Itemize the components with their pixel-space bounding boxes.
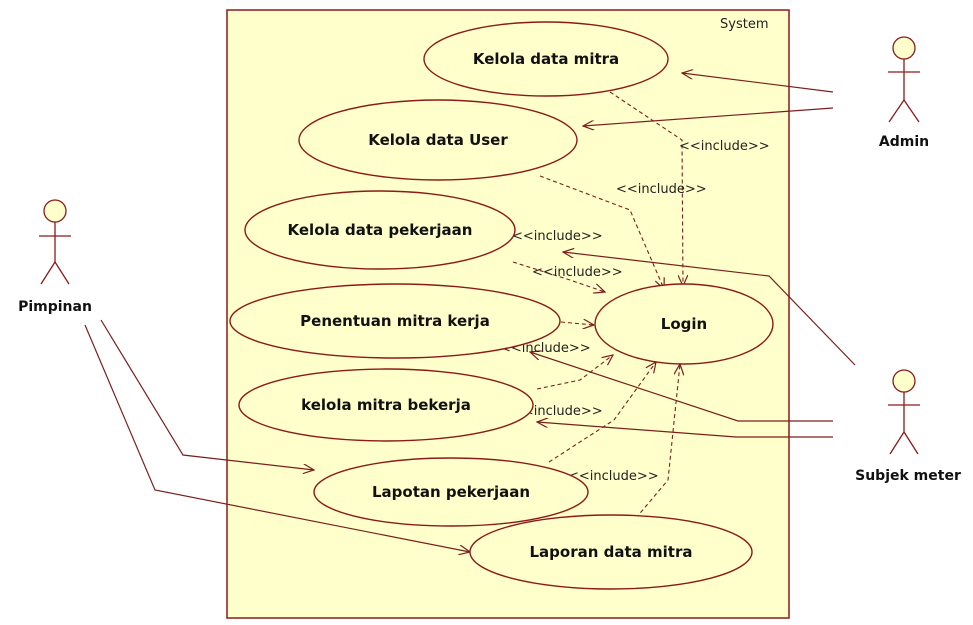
use-case-lapotan-pekerjaan[interactable]: Lapotan pekerjaan bbox=[313, 457, 589, 527]
use-case-kelola-data-pekerjaan[interactable]: Kelola data pekerjaan bbox=[244, 190, 516, 270]
assoc-subjek-penentuan-mitra bbox=[530, 352, 833, 422]
include-lapotan-login bbox=[548, 362, 656, 463]
include-penentuan-login bbox=[560, 322, 594, 325]
include-label: <<include>> bbox=[679, 139, 770, 154]
use-case-label: kelola mitra bekerja bbox=[301, 396, 471, 414]
use-case-label: Login bbox=[661, 315, 707, 333]
actor-pimpinan-label: Pimpinan bbox=[18, 299, 92, 315]
system-label: System bbox=[720, 17, 768, 32]
actor-subjek-meter-label: Subjek meter bbox=[855, 468, 961, 484]
use-case-label: Lapotan pekerjaan bbox=[372, 483, 530, 501]
actor-head bbox=[43, 199, 67, 223]
include-label: <<include>> bbox=[532, 265, 623, 280]
include-bekerja-login bbox=[536, 355, 613, 390]
use-case-kelola-data-user[interactable]: Kelola data User bbox=[298, 99, 578, 181]
include-label: <<include>> bbox=[616, 182, 707, 197]
assoc-subjek-kelola-data-pekerjaan bbox=[563, 252, 856, 366]
assoc-admin-kelola-data-user bbox=[583, 107, 834, 126]
assoc-admin-kelola-data-mitra bbox=[682, 73, 834, 93]
use-case-penentuan-mitra-kerja[interactable]: Penentuan mitra kerja bbox=[229, 283, 561, 359]
actor-head bbox=[892, 36, 916, 60]
use-case-label: Penentuan mitra kerja bbox=[300, 312, 490, 330]
include-laporan-login bbox=[635, 364, 680, 519]
use-case-label: Kelola data User bbox=[368, 131, 508, 149]
include-pekerjaan-login bbox=[512, 261, 605, 292]
actor-admin-label: Admin bbox=[879, 134, 929, 150]
use-case-laporan-data-mitra[interactable]: Laporan data mitra bbox=[469, 514, 753, 590]
include-mitra-login bbox=[609, 91, 683, 286]
use-case-label: Kelola data pekerjaan bbox=[288, 221, 473, 239]
use-case-login[interactable]: Login bbox=[594, 283, 774, 365]
include-label: <<include>> bbox=[512, 229, 603, 244]
actor-pimpinan[interactable] bbox=[39, 199, 71, 285]
include-label: <<include>> bbox=[512, 404, 603, 419]
use-case-label: Laporan data mitra bbox=[530, 543, 693, 561]
actor-admin[interactable] bbox=[888, 36, 920, 123]
actor-subjek-meter[interactable] bbox=[888, 369, 920, 455]
use-case-label: Kelola data mitra bbox=[473, 50, 619, 68]
actor-head bbox=[892, 369, 916, 393]
use-case-kelola-data-mitra[interactable]: Kelola data mitra bbox=[423, 21, 669, 97]
assoc-pimpinan-laporan-data-mitra bbox=[84, 324, 470, 552]
use-case-kelola-mitra-bekerja[interactable]: kelola mitra bekerja bbox=[238, 368, 534, 442]
association-lines bbox=[84, 73, 856, 552]
assoc-pimpinan-lapotan-pekerjaan bbox=[100, 319, 314, 470]
include-lines bbox=[512, 91, 683, 519]
include-label: <<include>> bbox=[568, 469, 659, 484]
